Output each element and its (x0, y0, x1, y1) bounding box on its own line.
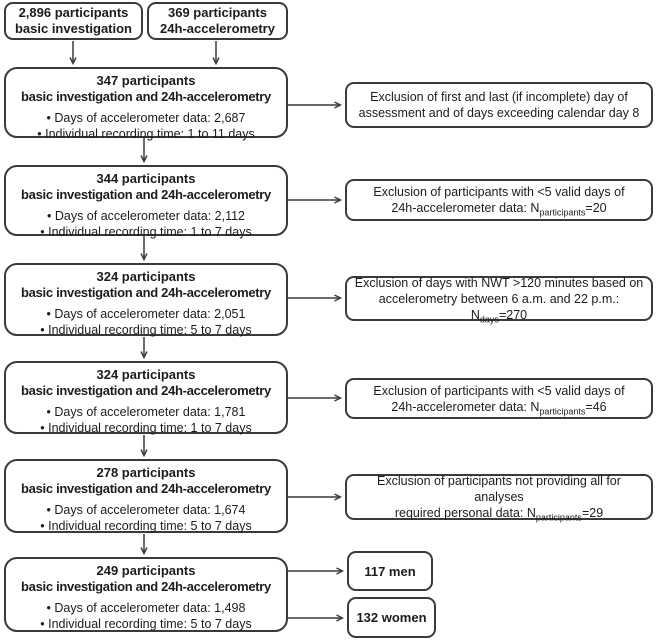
exclusion-line: Exclusion of participants with <5 valid … (373, 383, 625, 398)
result-label: 132 women (356, 610, 427, 625)
subscript-label: participants (539, 207, 586, 218)
box-subtitle: basic investigation and 24h-accelerometr… (21, 187, 271, 202)
subscript-label: days (479, 314, 499, 324)
subscript-label: participants (535, 512, 582, 523)
exclusion-line: 24h-accelerometer data: Nparticipants=46 (391, 399, 607, 416)
exclusion-line: Exclusion of first and last (if incomple… (370, 90, 628, 104)
exclusion-line: Exclusion of participants not providing … (377, 474, 621, 504)
exclusion-line: assessment and of days exceeding calenda… (358, 106, 640, 120)
exclusion-box-3: Exclusion of days with NWT >120 minutes … (345, 275, 653, 324)
top-box-count: 2,896 participants (18, 5, 129, 20)
top-box-label: basic investigation (14, 21, 133, 36)
box-bullet: • Individual recording time: 5 to 7 days (40, 323, 252, 337)
exclusion-box-4: Exclusion of participants with <5 valid … (345, 378, 653, 419)
box-bullet: • Individual recording time: 1 to 7 days (40, 225, 252, 239)
box-bullet: • Individual recording time: 1 to 7 days (40, 421, 252, 435)
box-bullet: • Days of accelerometer data: 1,498 (46, 601, 246, 615)
box-subtitle: basic investigation and 24h-accelerometr… (21, 285, 271, 300)
main-box-324-a: 324 participants basic investigation and… (4, 263, 288, 337)
box-bullet: • Individual recording time: 5 to 7 days (40, 519, 252, 533)
box-bullet: • Individual recording time: 1 to 11 day… (37, 127, 255, 141)
box-count: 324 participants (96, 269, 196, 284)
box-subtitle: basic investigation and 24h-accelerometr… (21, 89, 271, 104)
box-bullet: • Days of accelerometer data: 2,687 (46, 111, 246, 125)
main-box-249: 249 participants basic investigation and… (4, 557, 288, 632)
box-bullet: • Days of accelerometer data: 2,051 (46, 307, 246, 321)
top-box-count: 369 participants (168, 5, 267, 20)
exclusion-line: required personal data: Nparticipants=29 (394, 506, 604, 523)
result-box-women: 132 women (347, 597, 436, 638)
box-subtitle: basic investigation and 24h-accelerometr… (21, 481, 271, 496)
main-box-344: 344 participants basic investigation and… (4, 165, 288, 239)
main-box-324-b: 324 participants basic investigation and… (4, 361, 288, 435)
box-subtitle: basic investigation and 24h-accelerometr… (21, 579, 271, 594)
box-count: 278 participants (96, 465, 196, 480)
top-box-accelerometry: 369 participants 24h-accelerometry (147, 2, 288, 40)
result-label: 117 men (364, 563, 416, 579)
box-count: 249 participants (96, 563, 196, 578)
exclusion-line: Exclusion of participants with <5 valid … (373, 185, 625, 199)
box-bullet: • Days of accelerometer data: 2,112 (47, 209, 245, 223)
top-box-basic-investigation: 2,896 participants basic investigation (4, 2, 143, 40)
exclusion-box-2: Exclusion of participants with <5 valid … (345, 179, 653, 221)
exclusion-line: 24h-accelerometer data: Nparticipants=20 (391, 201, 607, 218)
box-bullet: • Days of accelerometer data: 1,781 (46, 405, 246, 419)
main-box-347: 347 participants basic investigation and… (4, 67, 288, 141)
exclusion-line: accelerometry between 6 a.m. and 22 p.m.… (378, 291, 620, 324)
exclusion-line: Exclusion of days with NWT >120 minutes … (354, 275, 644, 290)
box-count: 344 participants (96, 171, 196, 186)
subscript-label: participants (539, 406, 586, 416)
box-count: 324 participants (96, 367, 196, 382)
exclusion-box-1: Exclusion of first and last (if incomple… (345, 82, 653, 128)
result-box-men: 117 men (347, 551, 433, 591)
top-box-label: 24h-accelerometry (160, 21, 275, 36)
main-box-278: 278 participants basic investigation and… (4, 459, 288, 533)
box-count: 347 participants (96, 73, 196, 88)
exclusion-box-5: Exclusion of participants not providing … (345, 474, 653, 523)
box-bullet: • Individual recording time: 5 to 7 days (40, 617, 252, 631)
box-subtitle: basic investigation and 24h-accelerometr… (21, 383, 271, 398)
box-bullet: • Days of accelerometer data: 1,674 (46, 503, 246, 517)
